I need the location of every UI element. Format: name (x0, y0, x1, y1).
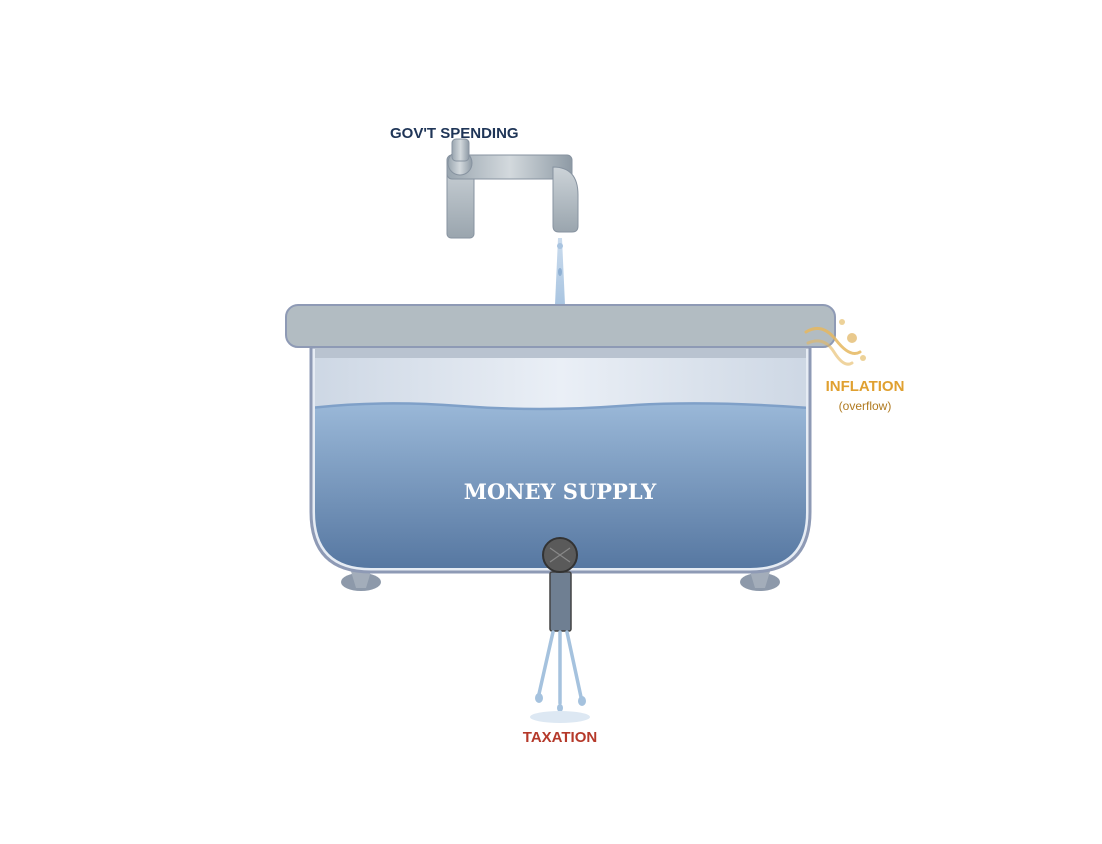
inflation-label: INFLATION (826, 378, 905, 395)
water-body (315, 403, 806, 568)
taxation-label: TAXATION (523, 729, 597, 746)
overflow-splash-icon (804, 319, 866, 366)
faucet-icon (446, 138, 579, 305)
money-supply-label: MONEY SUPPLY (464, 479, 658, 504)
bathtub-icon (285, 304, 836, 574)
govt-spending-label: GOV'T SPENDING (390, 125, 519, 142)
inflation-note: (overflow) (839, 399, 892, 413)
drain-icon (530, 537, 590, 723)
